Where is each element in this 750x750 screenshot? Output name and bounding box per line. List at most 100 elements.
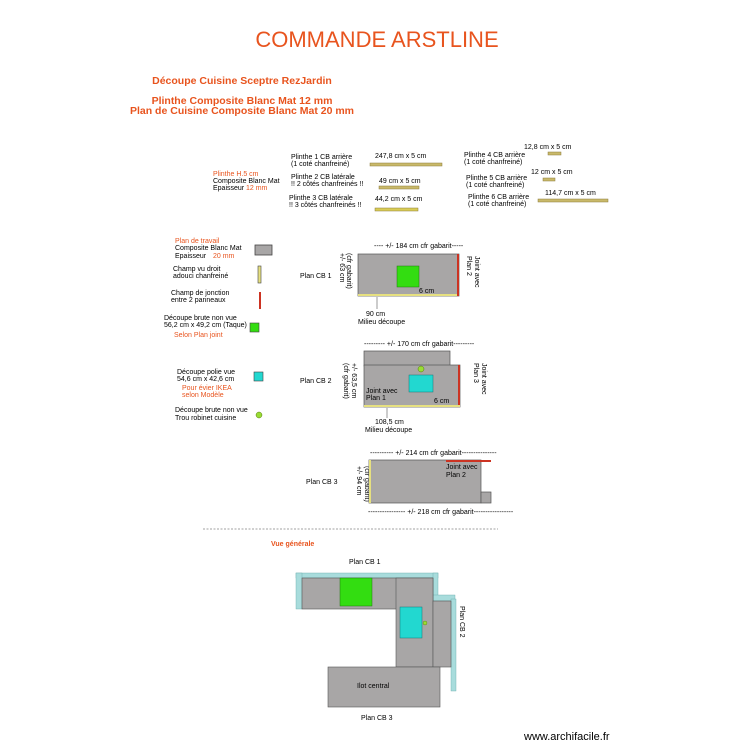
plinthe-name: Plinthe 1 CB arrière bbox=[291, 154, 352, 161]
legend-trou-line2: Trou robinet cuisine bbox=[175, 415, 236, 422]
legend-champ-jonction: Champ de jonction entre 2 panneaux bbox=[171, 290, 261, 309]
legend-plan-thickness-value: 20 mm bbox=[213, 253, 235, 260]
legend-decoupe-brute-line3: Selon Plan joint bbox=[174, 332, 223, 339]
plan-cb2-label: Plan CB 2 bbox=[300, 378, 332, 385]
plinthe-name: Plinthe 2 CB latérale bbox=[291, 174, 355, 181]
plinthe-size: 49 cm x 5 cm bbox=[379, 178, 421, 185]
plan-cb3-side-dim-1: +/- 94 cm bbox=[355, 466, 362, 496]
plinthe-bar bbox=[369, 162, 443, 167]
plinthe-6: 114,7 cm x 5 cm Plinthe 6 CB arrière (1 … bbox=[468, 190, 609, 208]
legend-decoupe-polie: Découpe polie vue 54,6 cm x 42,6 cm Pour… bbox=[177, 369, 264, 399]
vue-tap-hole bbox=[422, 620, 428, 626]
plan-cb2-milieu-value: 108,5 cm bbox=[375, 419, 404, 426]
plinthe-bar bbox=[542, 177, 556, 182]
plan-cb1-side-dim-1: +/- 63 cm bbox=[338, 253, 345, 283]
plan-cb1-top-dim: ---- +/- 184 cm cfr gabarit----- bbox=[374, 243, 464, 250]
legend-swatch-trou bbox=[255, 411, 263, 419]
plan-cb1-milieu-value: 90 cm bbox=[366, 311, 385, 318]
legend-champ-vu-line1: Champ vu droit bbox=[173, 266, 221, 273]
legend-swatch-champ-vu bbox=[257, 265, 262, 284]
plan-cb1-label: Plan CB 1 bbox=[300, 273, 332, 280]
plan-cb2-joint-left-line1: Joint avec bbox=[366, 388, 398, 395]
plan-cb2-tap-hole bbox=[417, 365, 425, 373]
vue-label-cb3: Plan CB 3 bbox=[361, 715, 393, 722]
plan-cb3-label: Plan CB 3 bbox=[306, 479, 338, 486]
legend-plan-title: Plan de travail bbox=[175, 238, 220, 245]
plan-cb3-joint-line1: Joint avec bbox=[446, 464, 478, 471]
plinthe-note: (1 coté chanfreiné) bbox=[466, 182, 524, 189]
plinthe-note: (1 coté chanfreiné) bbox=[468, 201, 526, 208]
plan-cb3-bottom-dim: ---------------- +/- 218 cm cfr gabarit-… bbox=[368, 509, 514, 516]
vue-wall-right-top bbox=[432, 572, 439, 598]
plinthe-size: 114,7 cm x 5 cm bbox=[545, 190, 596, 197]
subtitle: Découpe Cuisine Sceptre RezJardin bbox=[152, 75, 332, 87]
plinthe-5: 12 cm x 5 cm Plinthe 5 CB arrière (1 cot… bbox=[466, 169, 573, 189]
vue-label-cb1: Plan CB 1 bbox=[349, 559, 381, 566]
plan-cb2-upper-return bbox=[363, 350, 451, 367]
vue-wall-left bbox=[295, 572, 303, 610]
legend-trou-robinet: Découpe brute non vue Trou robinet cuisi… bbox=[175, 407, 263, 422]
legend-swatch-hob bbox=[249, 322, 260, 333]
legend-swatch-sink bbox=[253, 371, 264, 382]
vue-label-ilot: Ilot central bbox=[357, 683, 390, 690]
plan-cb2-milieu-label: Milieu découpe bbox=[365, 427, 412, 434]
legend-decoupe-brute-line2: 56,2 cm x 49,2 cm (Taque) bbox=[164, 322, 247, 329]
plinthe-note: (1 coté chanfreiné) bbox=[291, 161, 349, 168]
plinthe-4: 12,8 cm x 5 cm Plinthe 4 CB arrière (1 c… bbox=[464, 144, 572, 166]
plinthe-3: Plinthe 3 CB latérale !! 3 côtés chanfre… bbox=[289, 195, 423, 212]
plinthe-legend-thickness-label: Epaisseur bbox=[213, 185, 245, 192]
legend-champ-jonction-line2: entre 2 panneaux bbox=[171, 297, 226, 304]
page-title: COMMANDE ARSTLINE bbox=[255, 27, 498, 52]
vue-wall-top bbox=[295, 572, 439, 579]
plan-cb1-front-edge bbox=[358, 294, 459, 296]
plinthe-legend-title: Plinthe H.5 cm bbox=[213, 171, 259, 178]
legend-plan-material: Composite Blanc Mat bbox=[175, 245, 242, 252]
heading-plan: Plan de Cuisine Composite Blanc Mat 20 m… bbox=[130, 105, 354, 117]
plan-cb2-joint-left-line2: Plan 1 bbox=[366, 395, 386, 402]
plinthe-bar bbox=[378, 185, 420, 190]
plan-cb1-side-dim-2: (cfr gabarit) bbox=[345, 253, 352, 289]
plan-cb3-joint-edge bbox=[446, 460, 491, 462]
plinthe-legend-material: Composite Blanc Mat bbox=[213, 178, 280, 185]
plinthe-name: Plinthe 3 CB latérale bbox=[289, 195, 353, 202]
legend-decoupe-polie-line4: selon Modèle bbox=[182, 392, 224, 399]
plinthe-note: !! 3 côtés chanfreinés !! bbox=[289, 202, 361, 209]
plinthe-legend-thickness-value: 12 mm bbox=[246, 185, 268, 192]
vue-plan-cb2 bbox=[432, 600, 452, 668]
plan-cb1-joint-edge bbox=[457, 254, 459, 296]
legend-plan-de-travail: Plan de travail Composite Blanc Mat Epai… bbox=[175, 238, 273, 260]
plan-cb2: --------- +/- 170 cm cfr gabarit--------… bbox=[300, 341, 487, 434]
plan-cb2-side-dim-1: +/- 63,5 cm bbox=[350, 363, 357, 398]
plan-cb2-joint-edge bbox=[458, 365, 460, 407]
legend-decoupe-polie-line1: Découpe polie vue bbox=[177, 369, 235, 376]
vue-wall-right bbox=[450, 598, 457, 692]
plinthe-name: Plinthe 5 CB arrière bbox=[466, 175, 527, 182]
plinthe-legend: Plinthe H.5 cm Composite Blanc Mat Epais… bbox=[213, 171, 280, 192]
plan-cb3-side-edge bbox=[369, 460, 371, 503]
plan-cb1: ---- +/- 184 cm cfr gabarit----- Plan CB… bbox=[300, 243, 480, 326]
plan-cb2-front-edge bbox=[364, 405, 460, 407]
vue-generale: Vue générale Plan CB 1 Plan CB 2 Ilot ce… bbox=[271, 541, 465, 722]
plinthe-size: 12 cm x 5 cm bbox=[531, 169, 573, 176]
plan-cb1-offset: 6 cm bbox=[419, 288, 434, 295]
plinthe-note: (1 coté chanfreiné) bbox=[464, 159, 522, 166]
plan-cb1-milieu-label: Milieu découpe bbox=[358, 319, 405, 326]
plan-cb3-notch bbox=[480, 491, 492, 504]
legend-decoupe-polie-line2: 54,6 cm x 42,6 cm bbox=[177, 376, 234, 383]
vue-ilot-central bbox=[327, 666, 441, 708]
plinthe-2: Plinthe 2 CB latérale !! 2 côtés chanfre… bbox=[291, 174, 421, 190]
plan-cb3-counter bbox=[368, 459, 482, 504]
legend-decoupe-brute-line1: Découpe brute non vue bbox=[164, 315, 237, 322]
plinthe-name: Plinthe 6 CB arrière bbox=[468, 194, 529, 201]
vue-hob bbox=[339, 577, 373, 607]
plan-cb2-joint-right-line2: Plan 3 bbox=[472, 363, 479, 383]
plinthe-name: Plinthe 4 CB arrière bbox=[464, 152, 525, 159]
plinthe-bar bbox=[537, 198, 609, 203]
legend-champ-jonction-line1: Champ de jonction bbox=[171, 290, 229, 297]
legend-decoupe-brute: Découpe brute non vue 56,2 cm x 49,2 cm … bbox=[164, 315, 260, 339]
plan-cb1-joint-line2: Plan 2 bbox=[465, 256, 472, 276]
plan-cb3-top-dim: ---------- +/- 214 cm cfr gabarit-------… bbox=[370, 450, 497, 457]
plan-cb2-top-dim: --------- +/- 170 cm cfr gabarit--------… bbox=[364, 341, 475, 348]
plinthe-note: !! 2 côtés chanfreinés !! bbox=[291, 181, 363, 188]
legend-swatch-champ-jonction bbox=[259, 292, 261, 309]
